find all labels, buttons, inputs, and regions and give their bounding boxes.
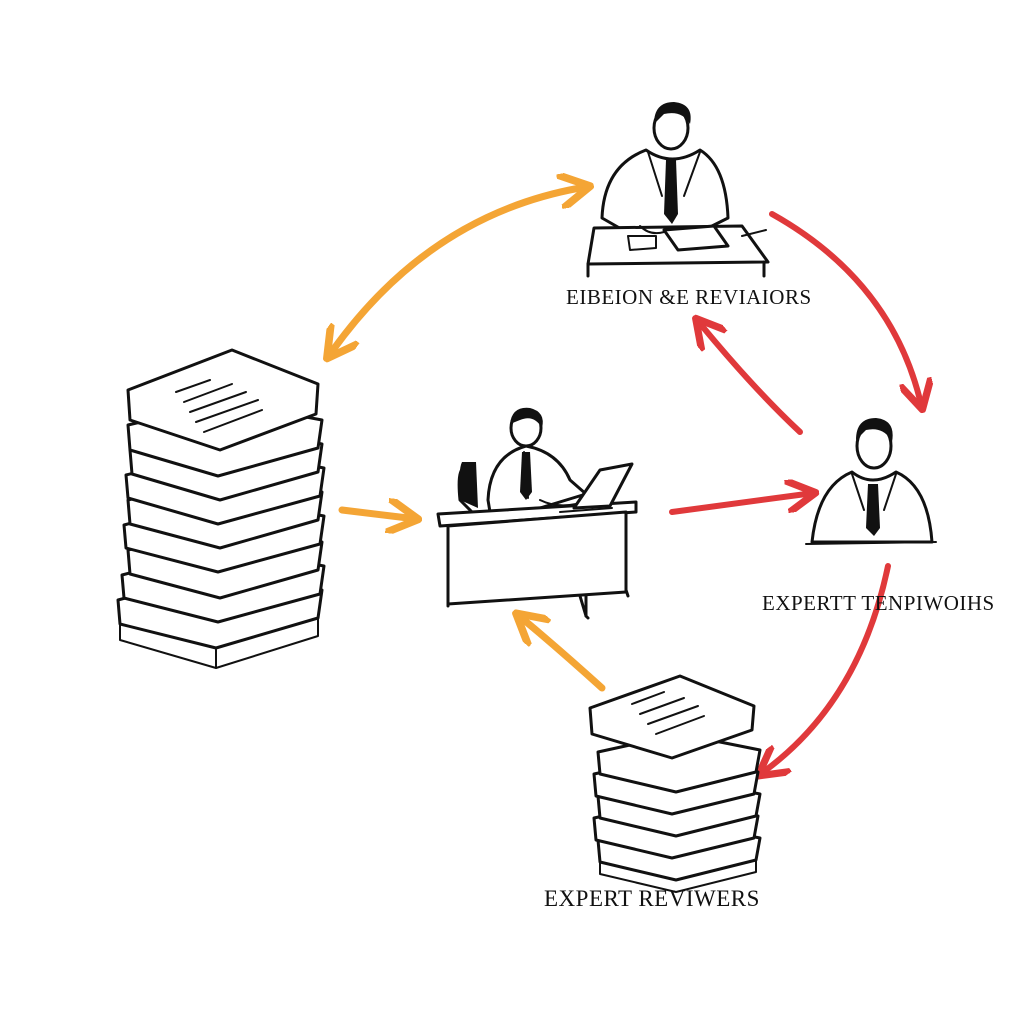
paper-stack-icon bbox=[588, 674, 762, 893]
arrow-author-expert bbox=[669, 494, 806, 515]
arrow-expert-reviews bbox=[766, 563, 891, 770]
arrows bbox=[333, 188, 920, 770]
arrow-editor-manuscripts bbox=[333, 188, 580, 350]
arrow-editor-expert bbox=[769, 211, 920, 400]
expert-top-label: EXPERTT TENPIWOIHS bbox=[762, 591, 995, 615]
person-portrait-icon bbox=[805, 418, 937, 545]
paper-stack-icon bbox=[116, 348, 326, 669]
person-at-laptop-icon bbox=[436, 407, 638, 620]
expert-bottom-label: EXPERT REVIWERS bbox=[544, 886, 760, 911]
editor-label: EIBEION &E REVIAIORS bbox=[566, 285, 812, 309]
person-at-desk-icon bbox=[586, 102, 770, 278]
arrow-expert-editor bbox=[702, 326, 803, 435]
arrow-reviews-author bbox=[524, 620, 606, 692]
arrow-manuscripts-author bbox=[338, 510, 408, 518]
